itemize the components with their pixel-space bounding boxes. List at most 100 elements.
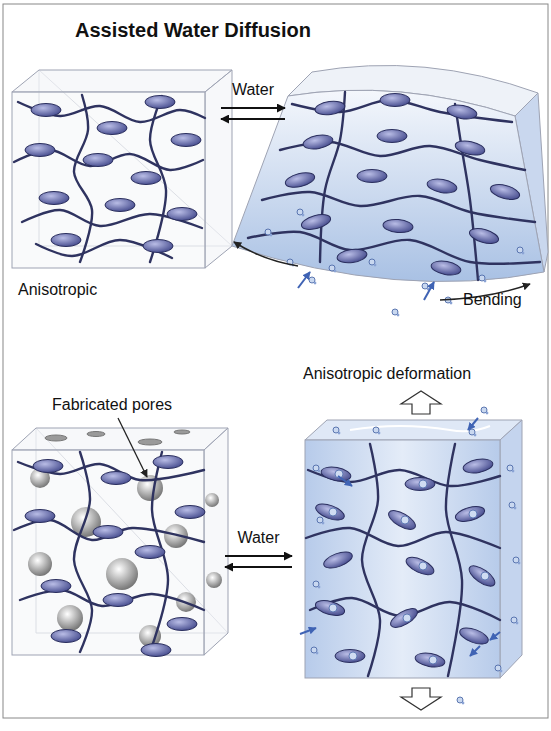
water-molecule-h	[474, 434, 477, 437]
panel-label: Fabricated pores	[52, 395, 172, 414]
filler-particle	[51, 234, 81, 247]
filler-particle	[284, 170, 316, 190]
filler-particle	[25, 510, 55, 523]
fabricated-pore	[106, 558, 138, 590]
cube-side-face	[205, 70, 232, 268]
filler-particle	[426, 177, 458, 195]
filler-particle	[83, 154, 113, 167]
porous-cube	[12, 418, 228, 657]
filler-particle	[103, 594, 133, 607]
panel-label: Anisotropic deformation	[303, 364, 471, 383]
cube-top-face	[12, 70, 232, 92]
water-molecule-h	[500, 670, 503, 673]
arrow-label: Water	[237, 529, 279, 547]
water-molecule-h	[338, 432, 341, 435]
bending-arrow	[234, 242, 298, 266]
water-molecule-h	[512, 470, 515, 473]
filler-particle	[335, 650, 365, 663]
filler-particle	[404, 554, 437, 578]
filler-particle	[322, 549, 355, 571]
filler-particle	[320, 465, 352, 483]
water-in-particle	[403, 614, 411, 622]
water-in-particle	[329, 604, 337, 612]
water-inflow-arrow	[424, 282, 434, 300]
polymer-chain	[446, 444, 462, 676]
surface-pore	[45, 435, 67, 441]
filler-particle	[357, 170, 387, 183]
forward-arrow	[221, 107, 285, 109]
water-molecule-h	[314, 282, 317, 285]
water-molecule-h	[318, 470, 321, 473]
water-molecule-h	[486, 412, 489, 415]
fabricated-pore	[57, 605, 83, 631]
filler-particle	[336, 247, 368, 264]
expansion-arrow-up	[401, 391, 441, 414]
surface-pore	[87, 432, 105, 437]
filler-particle	[382, 218, 413, 234]
filler-particle	[153, 456, 183, 469]
swollen-porous-cube	[300, 391, 522, 710]
filler-particle	[446, 103, 478, 121]
water-molecule-h	[514, 507, 517, 510]
illustration-panel: Anisotropic deformation	[295, 362, 530, 712]
water-in-particle	[401, 516, 409, 524]
filler-particle	[377, 130, 407, 143]
filler-particle	[135, 546, 165, 559]
water-in-particle	[469, 510, 477, 518]
filler-particle	[454, 139, 486, 158]
fabricated-pore	[28, 552, 52, 576]
water-molecule-h	[302, 214, 305, 217]
filler-particle	[167, 208, 197, 221]
forward-arrow	[225, 555, 292, 557]
reversible-water-arrow	[225, 556, 292, 567]
water-molecule-h	[450, 302, 453, 305]
filler-particle	[93, 526, 123, 539]
water-inflow-arrow	[338, 476, 352, 486]
expansion-arrow-down	[401, 688, 441, 710]
water-molecule-h	[462, 702, 465, 705]
filler-particle	[430, 259, 462, 277]
reverse-arrow	[221, 118, 285, 120]
block-front-face	[232, 90, 544, 281]
polymer-chain	[455, 104, 478, 280]
polymer-chain	[20, 590, 204, 610]
water-inflow-arrow	[490, 632, 500, 640]
fabricated-pore	[206, 572, 222, 588]
filler-particle	[489, 182, 521, 202]
water-in-particle	[349, 652, 357, 660]
cube-front-face	[305, 440, 500, 678]
polymer-chain	[74, 452, 92, 652]
filler-particle	[131, 172, 161, 185]
filler-particle	[300, 212, 332, 232]
filler-particle	[175, 506, 205, 519]
reversible-water-arrow	[221, 108, 285, 119]
polymer-chain	[14, 520, 204, 542]
filler-particle	[143, 240, 173, 253]
water-molecule-h	[270, 234, 273, 237]
filler-particle	[414, 651, 446, 669]
filler-particle	[468, 226, 500, 247]
filler-particle	[145, 96, 175, 109]
leader-arrow	[118, 418, 147, 477]
arrow-label: Water	[232, 81, 274, 99]
dry-anisotropic-cube	[12, 70, 232, 268]
water-molecule-h	[518, 562, 521, 565]
water-molecule-h	[484, 280, 487, 283]
filler-particle	[458, 625, 491, 647]
filler-particle	[171, 134, 201, 147]
water-in-particle	[419, 562, 427, 570]
filler-particle	[462, 457, 494, 475]
water-inflow-arrow	[470, 646, 480, 656]
surface-pore	[138, 439, 162, 445]
filler-particle	[105, 199, 135, 212]
frame	[3, 4, 548, 718]
water-in-particle	[429, 656, 437, 664]
water-in-particle	[481, 572, 489, 580]
cube-top-face	[305, 420, 522, 440]
polymer-chain	[320, 92, 345, 262]
filler-particle	[314, 501, 347, 523]
water-molecule-h	[334, 270, 337, 273]
illustration-panel: Bending	[288, 55, 545, 315]
